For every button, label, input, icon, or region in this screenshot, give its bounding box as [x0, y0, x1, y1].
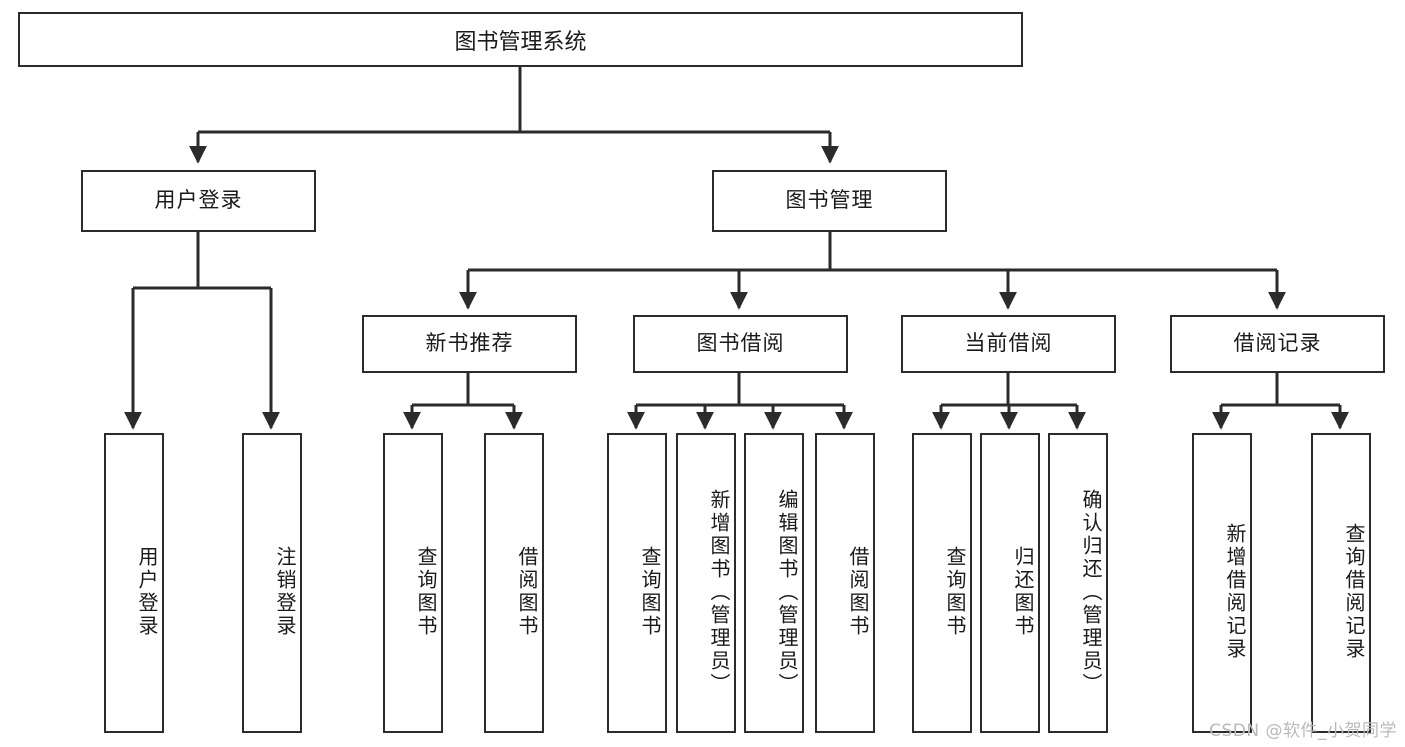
- node-user-login[interactable]: 用户登录: [81, 170, 316, 232]
- leaf-current-confirm-return-admin[interactable]: 确认归还（管理员）: [1048, 433, 1108, 733]
- leaf-label: 新增借阅记录: [1223, 523, 1247, 661]
- csdn-watermark: CSDN @软件_小贺同学: [1209, 721, 1397, 741]
- node-new-book-recommend[interactable]: 新书推荐: [362, 315, 577, 373]
- leaf-label: 确认归还（管理员）: [1079, 488, 1103, 696]
- leaf-user-login-signin[interactable]: 用户登录: [104, 433, 164, 733]
- node-current-borrow[interactable]: 当前借阅: [901, 315, 1116, 373]
- leaf-label: 借阅图书: [846, 546, 870, 638]
- node-book-borrow[interactable]: 图书借阅: [633, 315, 848, 373]
- leaf-label: 查询图书: [943, 546, 967, 638]
- node-book-management[interactable]: 图书管理: [712, 170, 947, 232]
- leaf-current-query-book[interactable]: 查询图书: [912, 433, 972, 733]
- leaf-record-query-record[interactable]: 查询借阅记录: [1311, 433, 1371, 733]
- leaf-record-add-record[interactable]: 新增借阅记录: [1192, 433, 1252, 733]
- leaf-label: 归还图书: [1011, 546, 1035, 638]
- leaf-user-login-signout[interactable]: 注销登录: [242, 433, 302, 733]
- leaf-recommend-borrow-book[interactable]: 借阅图书: [484, 433, 544, 733]
- leaf-label: 新增图书（管理员）: [707, 488, 731, 696]
- leaf-borrow-add-book-admin[interactable]: 新增图书（管理员）: [676, 433, 736, 733]
- leaf-label: 查询借阅记录: [1342, 523, 1366, 661]
- node-borrow-record[interactable]: 借阅记录: [1170, 315, 1385, 373]
- leaf-label: 注销登录: [273, 546, 297, 638]
- leaf-current-return-book[interactable]: 归还图书: [980, 433, 1040, 733]
- leaf-recommend-query-book[interactable]: 查询图书: [383, 433, 443, 733]
- leaf-label: 用户登录: [135, 546, 159, 638]
- node-root[interactable]: 图书管理系统: [18, 12, 1023, 67]
- leaf-borrow-edit-book-admin[interactable]: 编辑图书（管理员）: [744, 433, 804, 733]
- leaf-label: 编辑图书（管理员）: [775, 488, 799, 696]
- leaf-borrow-query-book[interactable]: 查询图书: [607, 433, 667, 733]
- leaf-borrow-borrow-book[interactable]: 借阅图书: [815, 433, 875, 733]
- leaf-label: 查询图书: [414, 546, 438, 638]
- leaf-label: 查询图书: [638, 546, 662, 638]
- leaf-label: 借阅图书: [515, 546, 539, 638]
